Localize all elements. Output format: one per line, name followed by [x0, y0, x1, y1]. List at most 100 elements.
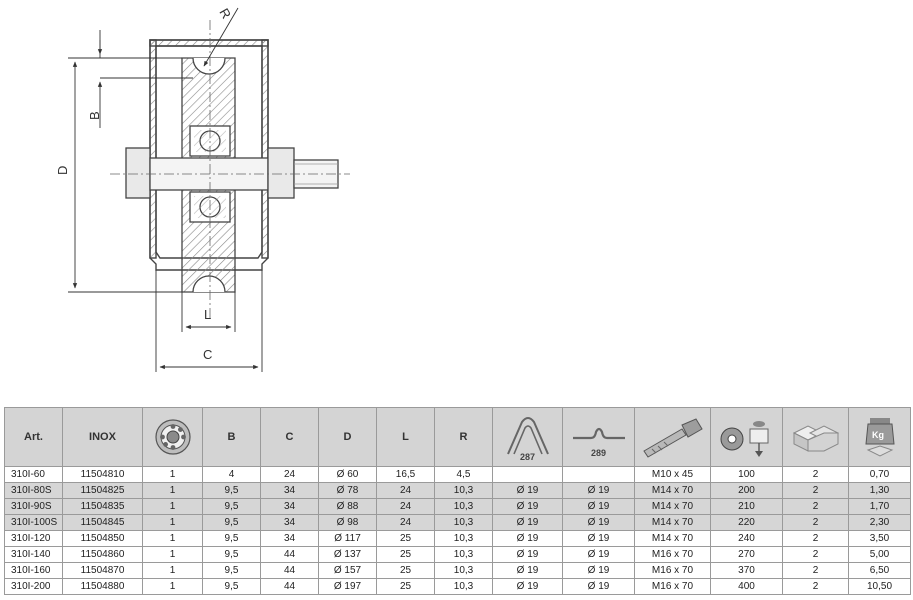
cell-art: 310I-140: [4, 546, 63, 563]
cell-l: 24: [376, 498, 435, 515]
cell-bearing: 1: [142, 546, 203, 563]
cell-art: 310I-90S: [4, 498, 63, 515]
cell-spring: Ø 19: [562, 578, 635, 595]
cell-load: 240: [710, 530, 783, 547]
cell-bearing: 1: [142, 530, 203, 547]
cell-weight: 10,50: [848, 578, 911, 595]
cell-art: 310I-60: [4, 466, 63, 483]
cell-d: Ø 60: [318, 466, 377, 483]
weight-icon: Kg: [864, 418, 895, 457]
header-inox: INOX: [62, 407, 143, 467]
cell-b: 9,5: [202, 498, 261, 515]
cell-b: 9,5: [202, 482, 261, 499]
header-l: L: [376, 407, 435, 467]
cell-load: 220: [710, 514, 783, 531]
cell-spring: Ø 19: [562, 562, 635, 579]
cell-l: 25: [376, 546, 435, 563]
header-bolt: [634, 407, 711, 467]
boxes-icon: [792, 425, 839, 452]
bearing-icon: [154, 419, 191, 455]
cell-art: 310I-200: [4, 578, 63, 595]
cell-c: 44: [260, 562, 319, 579]
header-b: B: [202, 407, 261, 467]
cell-l: 25: [376, 562, 435, 579]
cell-inox: 11504835: [62, 498, 143, 515]
cell-clip: Ø 19: [492, 498, 563, 515]
header-c: C: [260, 407, 319, 467]
cell-c: 44: [260, 546, 319, 563]
cell-clip: Ø 19: [492, 482, 563, 499]
cell-c: 24: [260, 466, 319, 483]
cell-pack: 2: [782, 482, 849, 499]
cell-l: 25: [376, 578, 435, 595]
cell-c: 34: [260, 498, 319, 515]
cell-l: 16,5: [376, 466, 435, 483]
cell-pack: 2: [782, 514, 849, 531]
cell-bolt: M14 x 70: [634, 514, 711, 531]
cell-pack: 2: [782, 578, 849, 595]
cell-clip: Ø 19: [492, 546, 563, 563]
cell-load: 210: [710, 498, 783, 515]
cell-pack: 2: [782, 530, 849, 547]
header-spring: 289: [562, 407, 635, 467]
cell-bearing: 1: [142, 498, 203, 515]
cell-b: 9,5: [202, 562, 261, 579]
cell-art: 310I-120: [4, 530, 63, 547]
cell-r: 10,3: [434, 514, 493, 531]
cell-inox: 11504810: [62, 466, 143, 483]
cell-d: Ø 98: [318, 514, 377, 531]
cell-spring: [562, 466, 635, 483]
cell-clip: Ø 19: [492, 578, 563, 595]
cell-b: 9,5: [202, 578, 261, 595]
dimension-label-l: L: [204, 307, 211, 322]
cell-art: 310I-80S: [4, 482, 63, 499]
cell-weight: 1,70: [848, 498, 911, 515]
table-header-row: Art. INOX B C D L R: [4, 407, 911, 467]
cell-weight: 2,30: [848, 514, 911, 531]
cell-bolt: M14 x 70: [634, 482, 711, 499]
cell-r: 10,3: [434, 562, 493, 579]
cell-r: 10,3: [434, 530, 493, 547]
header-weight: Kg: [848, 407, 911, 467]
cell-bolt: M16 x 70: [634, 546, 711, 563]
cell-bearing: 1: [142, 514, 203, 531]
axle-bolt: [110, 20, 350, 320]
cell-d: Ø 137: [318, 546, 377, 563]
header-r: R: [434, 407, 493, 467]
dimension-label-d: D: [55, 166, 70, 175]
cell-clip: [492, 466, 563, 483]
cell-inox: 11504860: [62, 546, 143, 563]
cell-r: 10,3: [434, 578, 493, 595]
cell-inox: 11504870: [62, 562, 143, 579]
cell-clip: Ø 19: [492, 514, 563, 531]
cell-spring: Ø 19: [562, 482, 635, 499]
cell-bolt: M16 x 70: [634, 562, 711, 579]
washer-load-icon: [720, 421, 768, 457]
cell-b: 9,5: [202, 514, 261, 531]
cell-bearing: 1: [142, 578, 203, 595]
cell-c: 34: [260, 482, 319, 499]
cell-load: 400: [710, 578, 783, 595]
cell-bolt: M14 x 70: [634, 530, 711, 547]
cell-inox: 11504825: [62, 482, 143, 499]
cell-spring: Ø 19: [562, 514, 635, 531]
cell-r: 10,3: [434, 546, 493, 563]
dimension-lines: [68, 7, 263, 372]
dimension-label-c: C: [203, 347, 212, 362]
cell-d: Ø 157: [318, 562, 377, 579]
header-load: [710, 407, 783, 467]
bolt-icon: [642, 418, 703, 458]
cell-r: 10,3: [434, 498, 493, 515]
cell-b: 9,5: [202, 546, 261, 563]
svg-text:Kg: Kg: [872, 430, 884, 440]
cell-art: 310I-160: [4, 562, 63, 579]
spring-number: 289: [591, 448, 606, 458]
cell-load: 370: [710, 562, 783, 579]
